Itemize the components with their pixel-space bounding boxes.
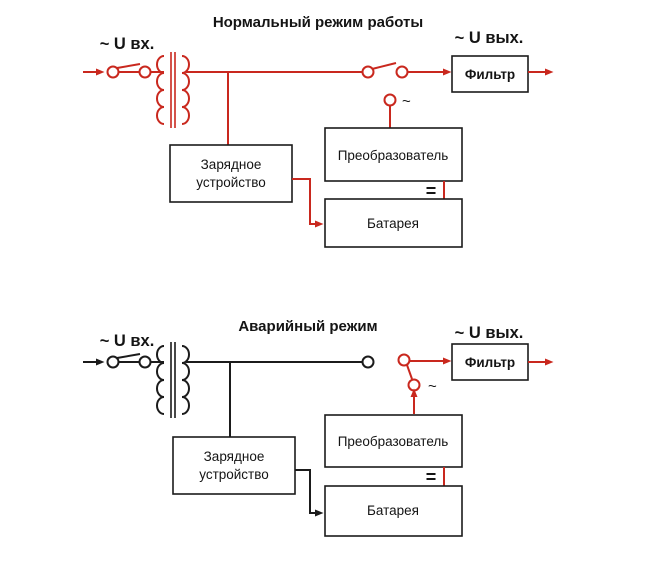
normal-transfer-contact-mains-icon [361,65,375,79]
normal-transfer-switch-blade [371,62,397,70]
normal-input-contact-1-icon [106,65,120,79]
emergency-dc-symbol: = [426,467,437,487]
emergency-charger-label-line1: Зарядное [204,449,265,464]
emergency-transfer-switch-blade [406,364,413,380]
emergency-battery-box [324,485,463,537]
emergency-converter-ac-symbol: ~ [428,378,437,395]
emergency-input-voltage-label: ~ U вх. [100,332,155,350]
normal-input-switch-blade [116,63,141,69]
normal-battery-label: Батарея [367,216,419,231]
normal-mode-diagram: Нормальный режим работы ~ U вх. ~ U вых.… [83,14,554,248]
emergency-input-contact-1-icon [106,355,120,369]
normal-charger-to-battery-wire [292,178,324,228]
emergency-charger-box [172,436,296,495]
emergency-converter-label: Преобразователь [338,434,449,449]
emergency-charger-to-battery-wire [295,469,324,517]
normal-transformer-icon [156,52,190,128]
normal-title: Нормальный режим работы [213,14,423,31]
normal-battery-box [324,198,463,248]
normal-output-voltage-label: ~ U вых. [455,29,524,47]
normal-converter-ac-symbol: ~ [402,93,411,110]
normal-filter-box [451,55,529,93]
emergency-input-switch-blade [116,353,141,359]
normal-transformer-primary-coil [156,55,165,125]
emergency-transformer-secondary-coil [181,345,190,415]
normal-converter-contact-icon [383,93,397,107]
emergency-filter-box [451,343,529,381]
normal-charger-label-line1: Зарядное [201,157,262,172]
normal-input-contact-2-icon [138,65,152,79]
emergency-transfer-contact-common-icon [397,353,411,367]
normal-transformer-secondary-coil [181,55,190,125]
normal-filter-label: Фильтр [465,67,515,82]
emergency-transformer-icon [156,342,190,418]
normal-charger-label-line2: устройство [196,175,266,190]
normal-converter-label: Преобразователь [338,148,449,163]
emergency-battery-label: Батарея [367,503,419,518]
emergency-converter-contact-icon [407,378,421,392]
normal-transformer-core [170,52,176,128]
normal-input-voltage-label: ~ U вх. [100,35,155,53]
normal-transfer-contact-common-icon [395,65,409,79]
emergency-input-contact-2-icon [138,355,152,369]
normal-dc-symbol: = [426,181,437,201]
emergency-open-mains-contact-icon [361,355,375,369]
emergency-filter-label: Фильтр [465,355,515,370]
emergency-transformer-primary-coil [156,345,165,415]
emergency-output-voltage-label: ~ U вых. [455,324,524,342]
normal-charger-box [169,144,293,203]
emergency-transformer-core [170,342,176,418]
emergency-charger-label-line2: устройство [199,467,269,482]
emergency-mode-diagram: Аварийный режим ~ U вх. ~ U вых. ~ Фильт… [83,318,554,537]
emergency-title: Аварийный режим [238,318,377,335]
emergency-converter-box [324,414,463,468]
normal-converter-box [324,127,463,182]
